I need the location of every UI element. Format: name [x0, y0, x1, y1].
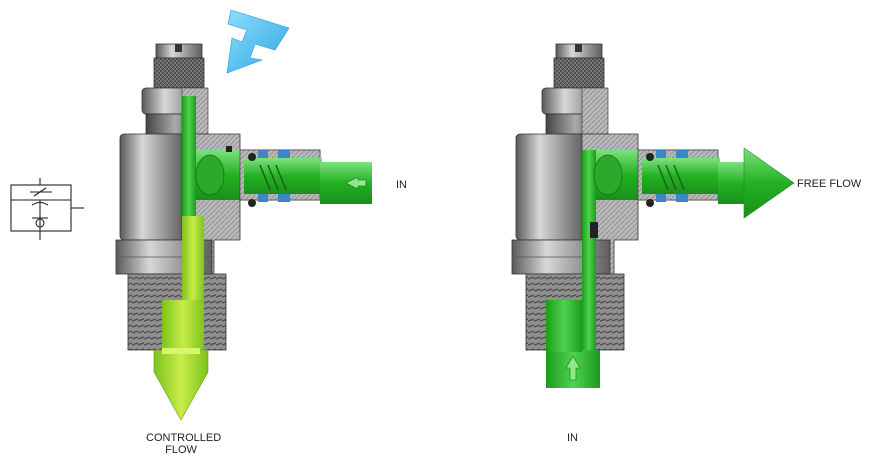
label-in-left: IN	[396, 179, 407, 191]
flow-control-valve-controlled-icon	[115, 43, 372, 421]
label-controlled-flow-line2: FLOW	[165, 444, 197, 456]
label-in-right: IN	[567, 432, 578, 444]
flow-control-valve-symbol-icon	[10, 178, 84, 240]
flow-control-valve-free-flow-icon	[511, 43, 795, 388]
label-free-flow: FREE FLOW	[797, 178, 862, 190]
label-controlled-flow-line1: CONTROLLED	[146, 432, 222, 444]
adjustment-arrow-icon	[226, 9, 290, 74]
label-controlled-flow: CONTROLLED FLOW	[146, 432, 222, 456]
